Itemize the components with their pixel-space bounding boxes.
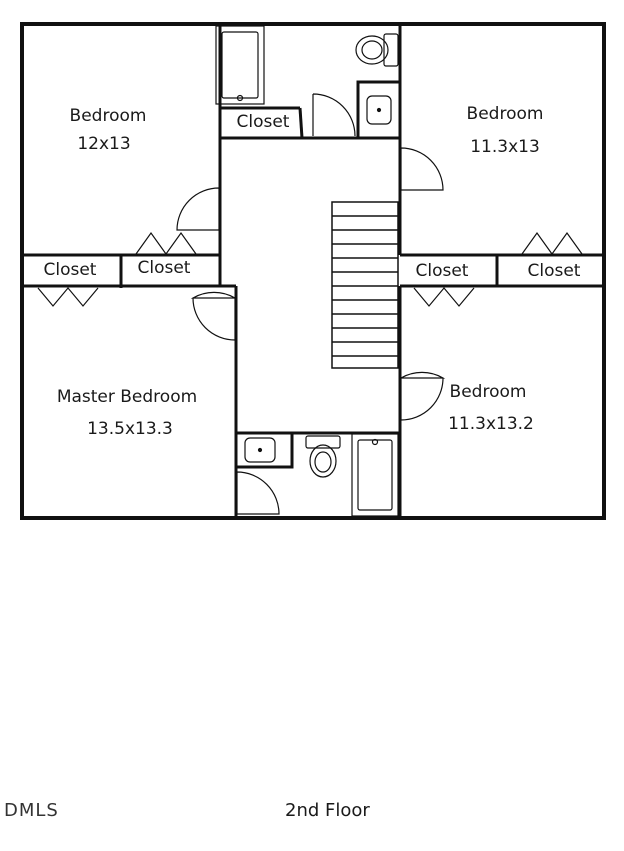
door-swings — [176, 93, 446, 515]
room-size-bedroom-se: 11.3x13.2 — [448, 414, 534, 434]
closet-label-east-b: Closet — [528, 261, 581, 281]
room-name-bedroom-nw: Bedroom — [70, 106, 147, 126]
top-toilet-icon — [355, 33, 399, 67]
closet-label-hall: Closet — [237, 112, 290, 132]
top-sink-icon — [366, 95, 392, 125]
staircase — [331, 201, 399, 369]
bottom-toilet-icon — [305, 435, 341, 478]
room-name-master: Master Bedroom — [57, 387, 197, 407]
room-size-master: 13.5x13.3 — [87, 419, 173, 439]
bifold-doors — [37, 231, 583, 307]
top-bathtub-icon — [215, 25, 265, 105]
closet-label-west-a: Closet — [44, 260, 97, 280]
mls-logo: DMLS — [4, 800, 59, 821]
bottom-sink-icon — [244, 437, 276, 463]
interior-walls — [22, 24, 604, 518]
room-name-bedroom-se: Bedroom — [450, 382, 527, 402]
floor-label: 2nd Floor — [285, 800, 370, 821]
closet-label-west-b: Closet — [138, 258, 191, 278]
outer-wall — [20, 22, 606, 520]
floor-plan: Bedroom 12x13 Bedroom 11.3x13 Master Bed… — [20, 22, 606, 520]
room-name-bedroom-ne: Bedroom — [467, 104, 544, 124]
room-size-bedroom-nw: 12x13 — [77, 134, 130, 154]
bottom-bathtub-icon — [351, 433, 399, 517]
room-size-bedroom-ne: 11.3x13 — [470, 137, 540, 157]
closet-label-east-a: Closet — [416, 261, 469, 281]
